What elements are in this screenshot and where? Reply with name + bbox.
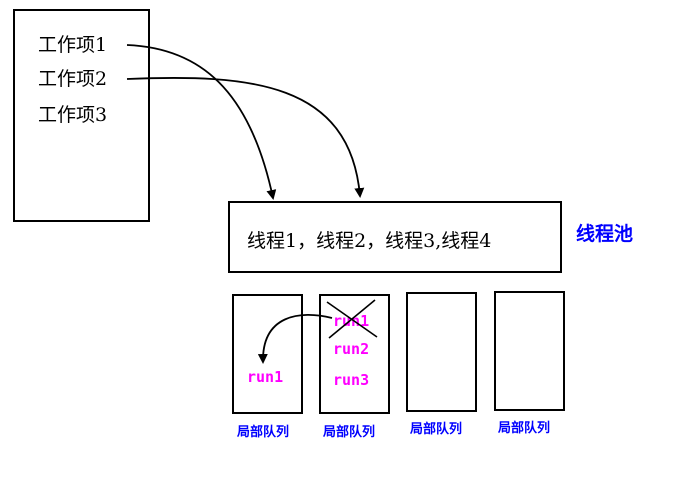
queue-1-task-1: run1 <box>247 368 283 386</box>
thread-pool-box <box>228 201 562 273</box>
arrow-work-item-2-to-pool <box>126 77 365 198</box>
work-steal-arrow <box>257 314 333 364</box>
work-item-list-box <box>13 9 150 222</box>
local-queue-3 <box>406 292 477 412</box>
queue-4-label: 局部队列 <box>498 420 550 436</box>
local-queue-1 <box>232 294 303 414</box>
queue-2-task-3: run3 <box>333 371 369 389</box>
queue-3-label: 局部队列 <box>410 421 462 437</box>
local-queue-4 <box>494 291 565 411</box>
work-item-2: 工作项2 <box>38 68 107 90</box>
work-item-1: 工作项1 <box>38 34 107 56</box>
stolen-task-cross-line-b <box>328 299 376 339</box>
thread-list: 线程1，线程2，线程3,线程4 <box>247 230 491 252</box>
queue-1-label: 局部队列 <box>237 424 289 440</box>
arrow-work-item-1-to-pool <box>126 44 277 200</box>
queue-2-task-2: run2 <box>333 340 369 358</box>
queue-2-label: 局部队列 <box>323 424 375 440</box>
local-queue-2 <box>319 294 390 414</box>
thread-pool-label: 线程池 <box>576 222 633 245</box>
work-item-3: 工作项3 <box>38 104 107 126</box>
